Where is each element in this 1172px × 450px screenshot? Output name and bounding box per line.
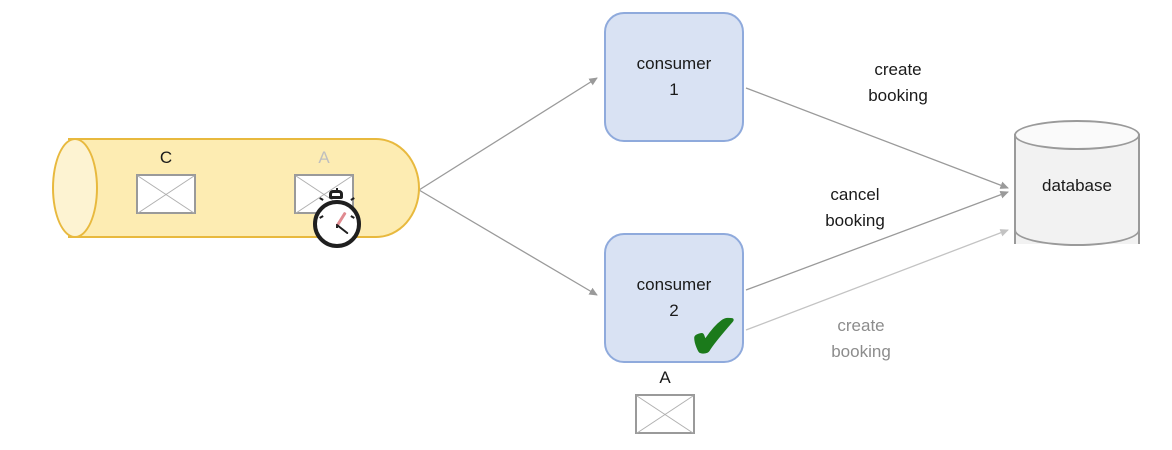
database-label: database <box>1042 176 1112 195</box>
message-label-c: C <box>159 148 173 167</box>
queue-body <box>68 138 420 238</box>
database-top <box>1014 120 1140 150</box>
database-cylinder-icon[interactable]: database <box>1014 120 1140 258</box>
database-bottom <box>1014 216 1140 246</box>
edge-label-create-booking-2: create booking <box>831 316 891 361</box>
redelivered-message-label: A <box>659 368 671 387</box>
consumer-2-label-line2: 2 <box>669 301 679 320</box>
edge-queue-to-consumer-2 <box>418 189 598 296</box>
consumer-2-box[interactable]: consumer 2 ✔ <box>604 233 744 372</box>
edge-label-cancel-booking: cancel booking <box>825 185 885 230</box>
message-label-a: A <box>318 148 330 167</box>
stopwatch-icon <box>310 188 366 248</box>
edge-consumer-2-cancel-to-database <box>745 191 1009 291</box>
envelope-icon <box>635 394 695 434</box>
consumer-2-label-line1: consumer <box>636 275 712 294</box>
edge-consumer-2-create-to-database <box>745 229 1009 331</box>
consumer-1-box[interactable]: consumer 1 <box>604 12 744 142</box>
envelope-icon <box>136 174 196 214</box>
queue-message-c[interactable]: C <box>130 148 202 214</box>
edge-queue-to-consumer-1 <box>418 77 598 191</box>
consumer-1-label-line1: consumer <box>636 54 712 73</box>
redelivered-message-a[interactable]: A <box>629 368 701 434</box>
envelope-icon <box>294 174 361 248</box>
consumer-1-label-line2: 1 <box>669 80 679 99</box>
green-check-icon: ✔ <box>688 303 740 372</box>
queue-left-cap <box>52 138 98 238</box>
queue-message-a[interactable]: A <box>288 148 361 248</box>
message-queue[interactable] <box>40 138 420 238</box>
edge-consumer-1-to-database <box>745 87 1009 189</box>
edge-label-create-booking-1: create booking <box>868 60 928 105</box>
